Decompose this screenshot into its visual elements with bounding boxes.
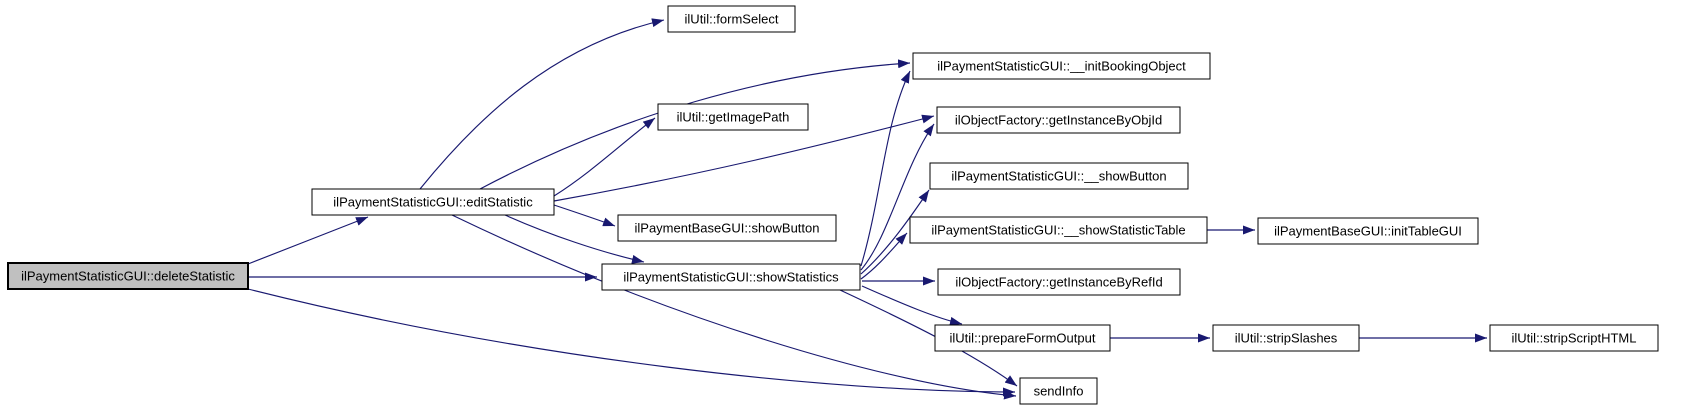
node-form-select[interactable]: ilUtil::formSelect [667,5,796,33]
node-edit-statistic[interactable]: ilPaymentStatisticGUI::editStatistic [311,188,555,216]
node-get-image-path[interactable]: ilUtil::getImagePath [657,103,809,131]
edge-edit-statistic-to-show-statistics [504,214,645,264]
node-box-form-select[interactable] [667,5,796,33]
node-label-prepare-form-output: ilUtil::prepareFormOutput [950,331,1096,346]
node-strip-script-html[interactable]: ilUtil::stripScriptHTML [1489,324,1659,352]
node-strip-slashes[interactable]: ilUtil::stripSlashes [1212,324,1360,352]
node-label-get-instance-by-obj-id: ilObjectFactory::getInstanceByObjId [955,113,1162,128]
node-label-strip-slashes: ilUtil::stripSlashes [1235,331,1338,346]
node-init-booking-object[interactable]: ilPaymentStatisticGUI::__initBookingObje… [912,52,1211,80]
node-label-init-table-gui: ilPaymentBaseGUI::initTableGUI [1274,224,1462,239]
edge-edit-statistic-to-send-info [451,214,1017,400]
node-get-instance-by-ref-id[interactable]: ilObjectFactory::getInstanceByRefId [937,268,1181,296]
node-prepare-form-output[interactable]: ilUtil::prepareFormOutput [934,324,1111,352]
edge-show-statistics-to-prepare-form-output [861,285,963,326]
node-label-get-image-path: ilUtil::getImagePath [677,110,790,125]
node-delete-statistic: ilPaymentStatisticGUI::deleteStatistic [7,262,249,290]
node-box-delete-statistic [7,262,249,290]
node-box-init-table-gui[interactable] [1257,217,1479,245]
node-box-send-info[interactable] [1019,377,1098,405]
node-label-get-instance-by-ref-id: ilObjectFactory::getInstanceByRefId [955,275,1162,290]
node-label-show-button-base: ilPaymentBaseGUI::showButton [635,221,820,236]
edge-delete-statistic-to-send-info [247,288,1016,397]
edge-edit-statistic-to-form-select [419,18,665,190]
node-label-init-booking-object: ilPaymentStatisticGUI::__initBookingObje… [937,59,1186,74]
edge-show-statistics-to-show-statistic-table [860,232,908,280]
edge-edit-statistic-to-show-button-base [553,204,616,227]
node-init-table-gui[interactable]: ilPaymentBaseGUI::initTableGUI [1257,217,1479,245]
node-show-button-statistic[interactable]: ilPaymentStatisticGUI::__showButton [929,162,1189,190]
node-label-strip-script-html: ilUtil::stripScriptHTML [1512,331,1637,346]
node-box-get-instance-by-obj-id[interactable] [936,106,1181,134]
node-box-show-statistics[interactable] [601,263,861,291]
node-show-statistic-table[interactable]: ilPaymentStatisticGUI::__showStatisticTa… [909,216,1208,244]
nodes-layer: ilPaymentStatisticGUI::deleteStatisticil… [7,5,1659,405]
node-get-instance-by-obj-id[interactable]: ilObjectFactory::getInstanceByObjId [936,106,1181,134]
edge-delete-statistic-to-edit-statistic [247,216,369,265]
node-box-get-image-path[interactable] [657,103,809,131]
node-label-send-info: sendInfo [1034,384,1084,399]
edges-layer [247,18,1487,400]
node-box-edit-statistic[interactable] [311,188,555,216]
node-box-show-button-statistic[interactable] [929,162,1189,190]
edge-edit-statistic-to-init-booking-object [479,59,911,190]
node-label-show-statistic-table: ilPaymentStatisticGUI::__showStatisticTa… [931,223,1185,238]
edge-edit-statistic-to-get-instance-by-obj-id [553,114,935,202]
node-label-show-button-statistic: ilPaymentStatisticGUI::__showButton [951,169,1166,184]
node-label-show-statistics: ilPaymentStatisticGUI::showStatistics [623,270,839,285]
node-box-init-booking-object[interactable] [912,52,1211,80]
node-box-strip-script-html[interactable] [1489,324,1659,352]
edge-show-statistics-to-init-booking-object [860,70,911,267]
node-show-statistics[interactable]: ilPaymentStatisticGUI::showStatistics [601,263,861,291]
edge-show-statistics-to-show-button-statistic [860,189,930,275]
node-box-prepare-form-output[interactable] [934,324,1111,352]
node-show-button-base[interactable]: ilPaymentBaseGUI::showButton [617,214,837,242]
node-label-delete-statistic: ilPaymentStatisticGUI::deleteStatistic [21,269,235,284]
node-box-show-statistic-table[interactable] [909,216,1208,244]
node-label-form-select: ilUtil::formSelect [685,12,779,27]
node-box-get-instance-by-ref-id[interactable] [937,268,1181,296]
node-label-edit-statistic: ilPaymentStatisticGUI::editStatistic [333,195,533,210]
node-box-show-button-base[interactable] [617,214,837,242]
edge-show-statistics-to-get-instance-by-obj-id [860,123,935,271]
node-box-strip-slashes[interactable] [1212,324,1360,352]
node-send-info[interactable]: sendInfo [1019,377,1098,405]
edge-edit-statistic-to-get-image-path [553,117,656,197]
